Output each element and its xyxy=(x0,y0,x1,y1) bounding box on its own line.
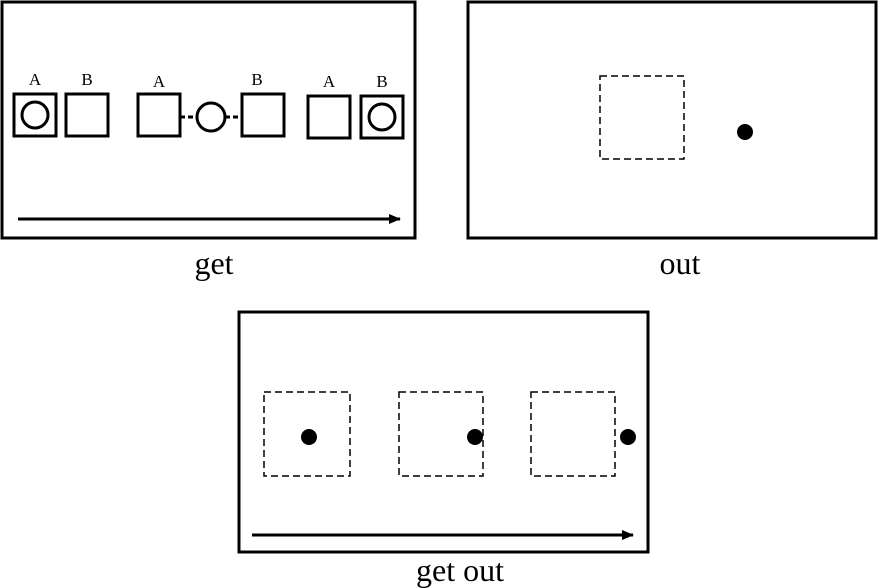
caption-get-out: get out xyxy=(416,552,504,588)
dot-1 xyxy=(301,429,317,445)
label-a-right: A xyxy=(323,72,336,91)
label-a-left: A xyxy=(29,70,42,89)
label-b-mid: B xyxy=(251,70,262,89)
circle-in-box-b xyxy=(367,102,397,132)
dashed-box-1 xyxy=(263,391,351,477)
panel-get-out-frame xyxy=(237,310,650,554)
dot-3 xyxy=(620,429,636,445)
panel-out-frame xyxy=(466,0,878,240)
panel-out xyxy=(466,0,878,240)
label-a-mid: A xyxy=(153,72,166,91)
box-b-left xyxy=(64,92,110,138)
box-b-mid xyxy=(240,92,286,138)
box-a-right xyxy=(306,94,352,140)
dashed-box-out xyxy=(599,75,685,160)
dashed-box-3 xyxy=(530,391,616,477)
caption-get: get xyxy=(194,245,233,281)
circle-between xyxy=(195,101,227,133)
caption-out: out xyxy=(660,245,701,281)
panel-get: A B A B A B xyxy=(0,0,417,240)
panel-get-frame xyxy=(0,0,417,240)
box-a-mid xyxy=(136,92,182,138)
dashed-box-2 xyxy=(398,391,484,477)
label-b-left: B xyxy=(81,70,92,89)
label-b-right: B xyxy=(376,72,387,91)
panel-get-out xyxy=(237,310,650,554)
box-b-right xyxy=(359,94,405,140)
dot-out xyxy=(737,124,753,140)
circle-in-box-a xyxy=(20,100,50,130)
box-a-left xyxy=(12,92,58,138)
dot-2 xyxy=(467,429,483,445)
